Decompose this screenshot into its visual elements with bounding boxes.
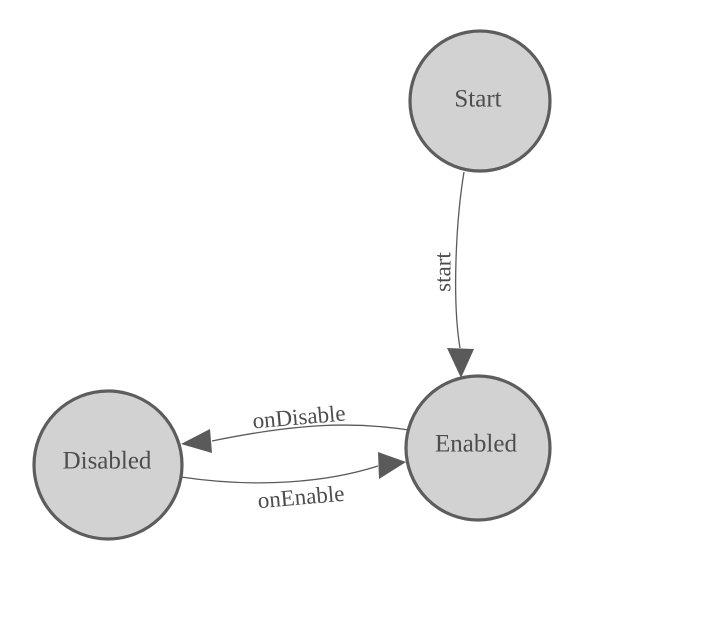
state-node-enabled: Enabled bbox=[404, 374, 552, 522]
edge-ondisable-label: onDisable bbox=[251, 400, 346, 433]
state-node-enabled-circle bbox=[404, 374, 552, 522]
edge-ondisable-line bbox=[211, 424, 410, 442]
state-node-start-label: Start bbox=[454, 86, 501, 113]
edge-start-label: start bbox=[431, 252, 456, 292]
edge-ondisable-arrowhead bbox=[181, 429, 212, 453]
edge-start-arrowhead bbox=[447, 348, 474, 378]
edge-onenable-label: onEnable bbox=[257, 481, 346, 513]
edge-start-to-enabled: start bbox=[431, 171, 474, 378]
state-node-enabled-label: Enabled bbox=[435, 431, 517, 458]
edge-onenable-line bbox=[180, 465, 379, 484]
edge-onenable-arrowhead bbox=[378, 452, 406, 479]
edge-onenable: onEnable bbox=[180, 452, 406, 513]
state-node-disabled-circle bbox=[32, 389, 184, 541]
state-node-start-circle bbox=[408, 29, 552, 173]
state-node-disabled: Disabled bbox=[32, 389, 184, 541]
state-node-disabled-label: Disabled bbox=[63, 448, 152, 475]
edge-start-line bbox=[455, 171, 465, 349]
edge-ondisable: onDisable bbox=[181, 400, 410, 453]
state-node-start: Start bbox=[408, 29, 552, 173]
